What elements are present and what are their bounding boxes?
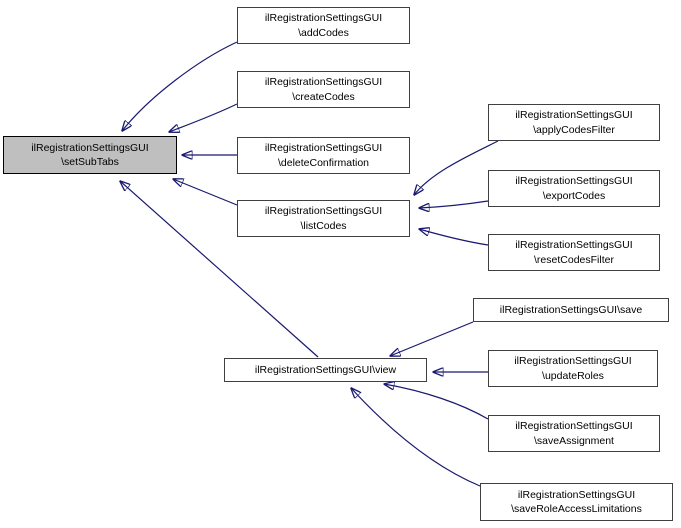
- node-save[interactable]: ilRegistrationSettingsGUI\save: [473, 298, 669, 322]
- node-setSubTabs[interactable]: ilRegistrationSettingsGUI \setSubTabs: [3, 136, 177, 174]
- node-addCodes[interactable]: ilRegistrationSettingsGUI \addCodes: [237, 7, 410, 44]
- node-createCodes[interactable]: ilRegistrationSettingsGUI \createCodes: [237, 71, 410, 108]
- edge-saveAssignment-view: [384, 384, 489, 420]
- edge-resetCodesFilter-listCodes: [419, 229, 489, 246]
- edge-listCodes-setSubTabs: [173, 179, 238, 206]
- node-updateRoles[interactable]: ilRegistrationSettingsGUI \updateRoles: [488, 350, 658, 387]
- node-deleteConfirmation[interactable]: ilRegistrationSettingsGUI \deleteConfirm…: [237, 137, 410, 174]
- edge-view-setSubTabs: [120, 181, 319, 358]
- node-saveRoleAccessLimitations[interactable]: ilRegistrationSettingsGUI \saveRoleAcces…: [480, 483, 673, 521]
- node-view[interactable]: ilRegistrationSettingsGUI\view: [224, 358, 427, 382]
- edge-applyCodesFilter-listCodes: [414, 140, 499, 195]
- node-resetCodesFilter[interactable]: ilRegistrationSettingsGUI \resetCodesFil…: [488, 234, 660, 271]
- edge-addCodes-setSubTabs: [122, 41, 238, 131]
- edge-exportCodes-listCodes: [419, 200, 489, 208]
- node-applyCodesFilter[interactable]: ilRegistrationSettingsGUI \applyCodesFil…: [488, 104, 660, 141]
- edge-save-view: [390, 321, 474, 356]
- node-listCodes[interactable]: ilRegistrationSettingsGUI \listCodes: [237, 200, 410, 237]
- node-saveAssignment[interactable]: ilRegistrationSettingsGUI \saveAssignmen…: [488, 415, 660, 452]
- edge-createCodes-setSubTabs: [169, 103, 238, 132]
- node-exportCodes[interactable]: ilRegistrationSettingsGUI \exportCodes: [488, 170, 660, 207]
- edge-saveRoleAccessLimitations-view: [351, 388, 481, 487]
